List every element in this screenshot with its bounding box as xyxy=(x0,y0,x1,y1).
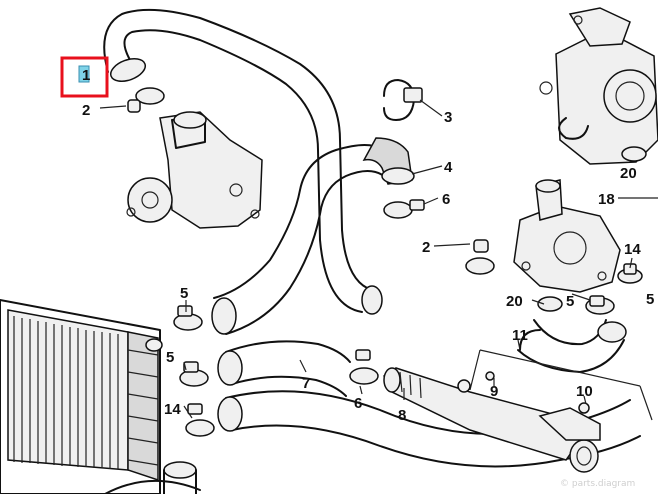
callout-10: 10 xyxy=(576,383,593,400)
callout-7: 7 xyxy=(302,375,310,392)
clamp-20b xyxy=(537,296,563,312)
clamp-14a xyxy=(617,263,643,284)
callout-2-middle: 2 xyxy=(422,239,430,256)
highlight-box xyxy=(60,56,109,98)
callout-14-right: 14 xyxy=(624,241,641,258)
clamp-14b xyxy=(185,403,215,437)
bracket-pipe xyxy=(457,349,653,441)
hose-clamps xyxy=(127,79,647,437)
part-1-marker xyxy=(78,65,90,83)
clamp-3 xyxy=(383,79,423,121)
clamp-5c xyxy=(585,295,615,315)
water-pump xyxy=(126,111,263,229)
callout-5-far-right: 5 xyxy=(646,291,654,308)
hose-7 xyxy=(217,340,351,397)
callout-2-upper: 2 xyxy=(82,102,90,119)
s-hose xyxy=(211,144,385,335)
callout-11: 11 xyxy=(512,327,528,344)
radiator xyxy=(0,299,201,494)
clamp-2b xyxy=(465,239,495,275)
hose-11 xyxy=(517,319,627,373)
callout-9: 9 xyxy=(490,383,498,400)
upper-hose xyxy=(103,8,383,315)
callout-20-lower: 20 xyxy=(506,293,523,310)
callout-6-lower: 6 xyxy=(354,395,362,412)
callout-14-left: 14 xyxy=(164,401,181,418)
callout-6-upper: 6 xyxy=(442,191,450,208)
clamp-2a xyxy=(127,87,165,113)
callout-4: 4 xyxy=(444,159,453,176)
clamp-20a xyxy=(621,146,647,162)
callout-5-left: 5 xyxy=(166,349,174,366)
clamp-5b xyxy=(179,361,209,387)
throttle-body xyxy=(539,7,658,165)
watermark: © parts.diagram xyxy=(560,479,635,489)
callouts: 1 2 3 4 6 18 20 2 14 5 20 5 5 11 5 7 6 9… xyxy=(82,67,654,424)
clamp-5a xyxy=(173,305,203,331)
callout-1: 1 xyxy=(82,67,90,84)
leader-lines xyxy=(99,99,658,419)
callout-3: 3 xyxy=(444,109,452,126)
clamp-6b xyxy=(349,349,379,385)
callout-8: 8 xyxy=(398,407,406,424)
callout-5-top: 5 xyxy=(180,285,188,302)
hose-4 xyxy=(362,137,415,185)
callout-5-right: 5 xyxy=(566,293,574,310)
callout-20-upper: 20 xyxy=(620,165,637,182)
expansion-tank-cap xyxy=(163,461,197,494)
pipe-8 xyxy=(383,367,599,473)
clamp-6a xyxy=(383,199,425,219)
callout-18: 18 xyxy=(598,191,615,208)
thermostat-housing xyxy=(513,179,621,293)
